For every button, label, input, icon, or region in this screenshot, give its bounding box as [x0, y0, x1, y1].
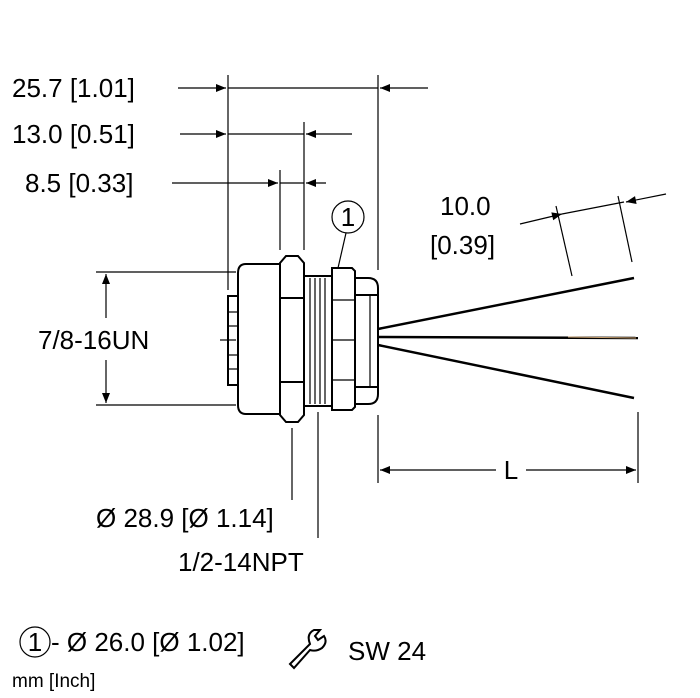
wire-top: [377, 276, 635, 331]
dim-flange-thickness: 8.5 [0.33]: [25, 168, 133, 198]
callout-circle-icon: 1: [331, 200, 365, 234]
callout-circle-icon: [19, 626, 51, 658]
callout-number: 1: [341, 202, 355, 232]
wire-tip: [567, 336, 637, 339]
dim-wire-strip: 10.0: [440, 191, 491, 221]
dim-thread-size: 7/8-16UN: [38, 325, 149, 355]
legend-wrench-size: SW 24: [348, 636, 426, 666]
wires: [377, 276, 639, 400]
dim-hex-diameter: Ø 28.9 [Ø 1.14]: [96, 503, 274, 533]
legend-callout-number: 1: [28, 627, 42, 657]
dim-flange-to-end: 13.0 [0.51]: [12, 119, 135, 149]
dim-wire-strip-inch: [0.39]: [430, 230, 495, 260]
extension-lines: [96, 75, 639, 538]
dim-overall-length: 25.7 [1.01]: [12, 73, 135, 103]
connector-body: [220, 255, 379, 423]
wrench-icon: [288, 629, 327, 670]
wire-bottom: [377, 343, 635, 400]
dimension-lines: [102, 84, 667, 474]
legend-note-text: - Ø 26.0 [Ø 1.02]: [51, 627, 245, 657]
legend-note: 1 - Ø 26.0 [Ø 1.02] SW 24 mm [Inch]: [12, 626, 426, 692]
dim-pipe-thread: 1/2-14NPT: [178, 547, 304, 577]
thread-lines: [309, 278, 326, 404]
dim-length: L: [504, 455, 518, 485]
units-label: mm [Inch]: [12, 671, 95, 692]
